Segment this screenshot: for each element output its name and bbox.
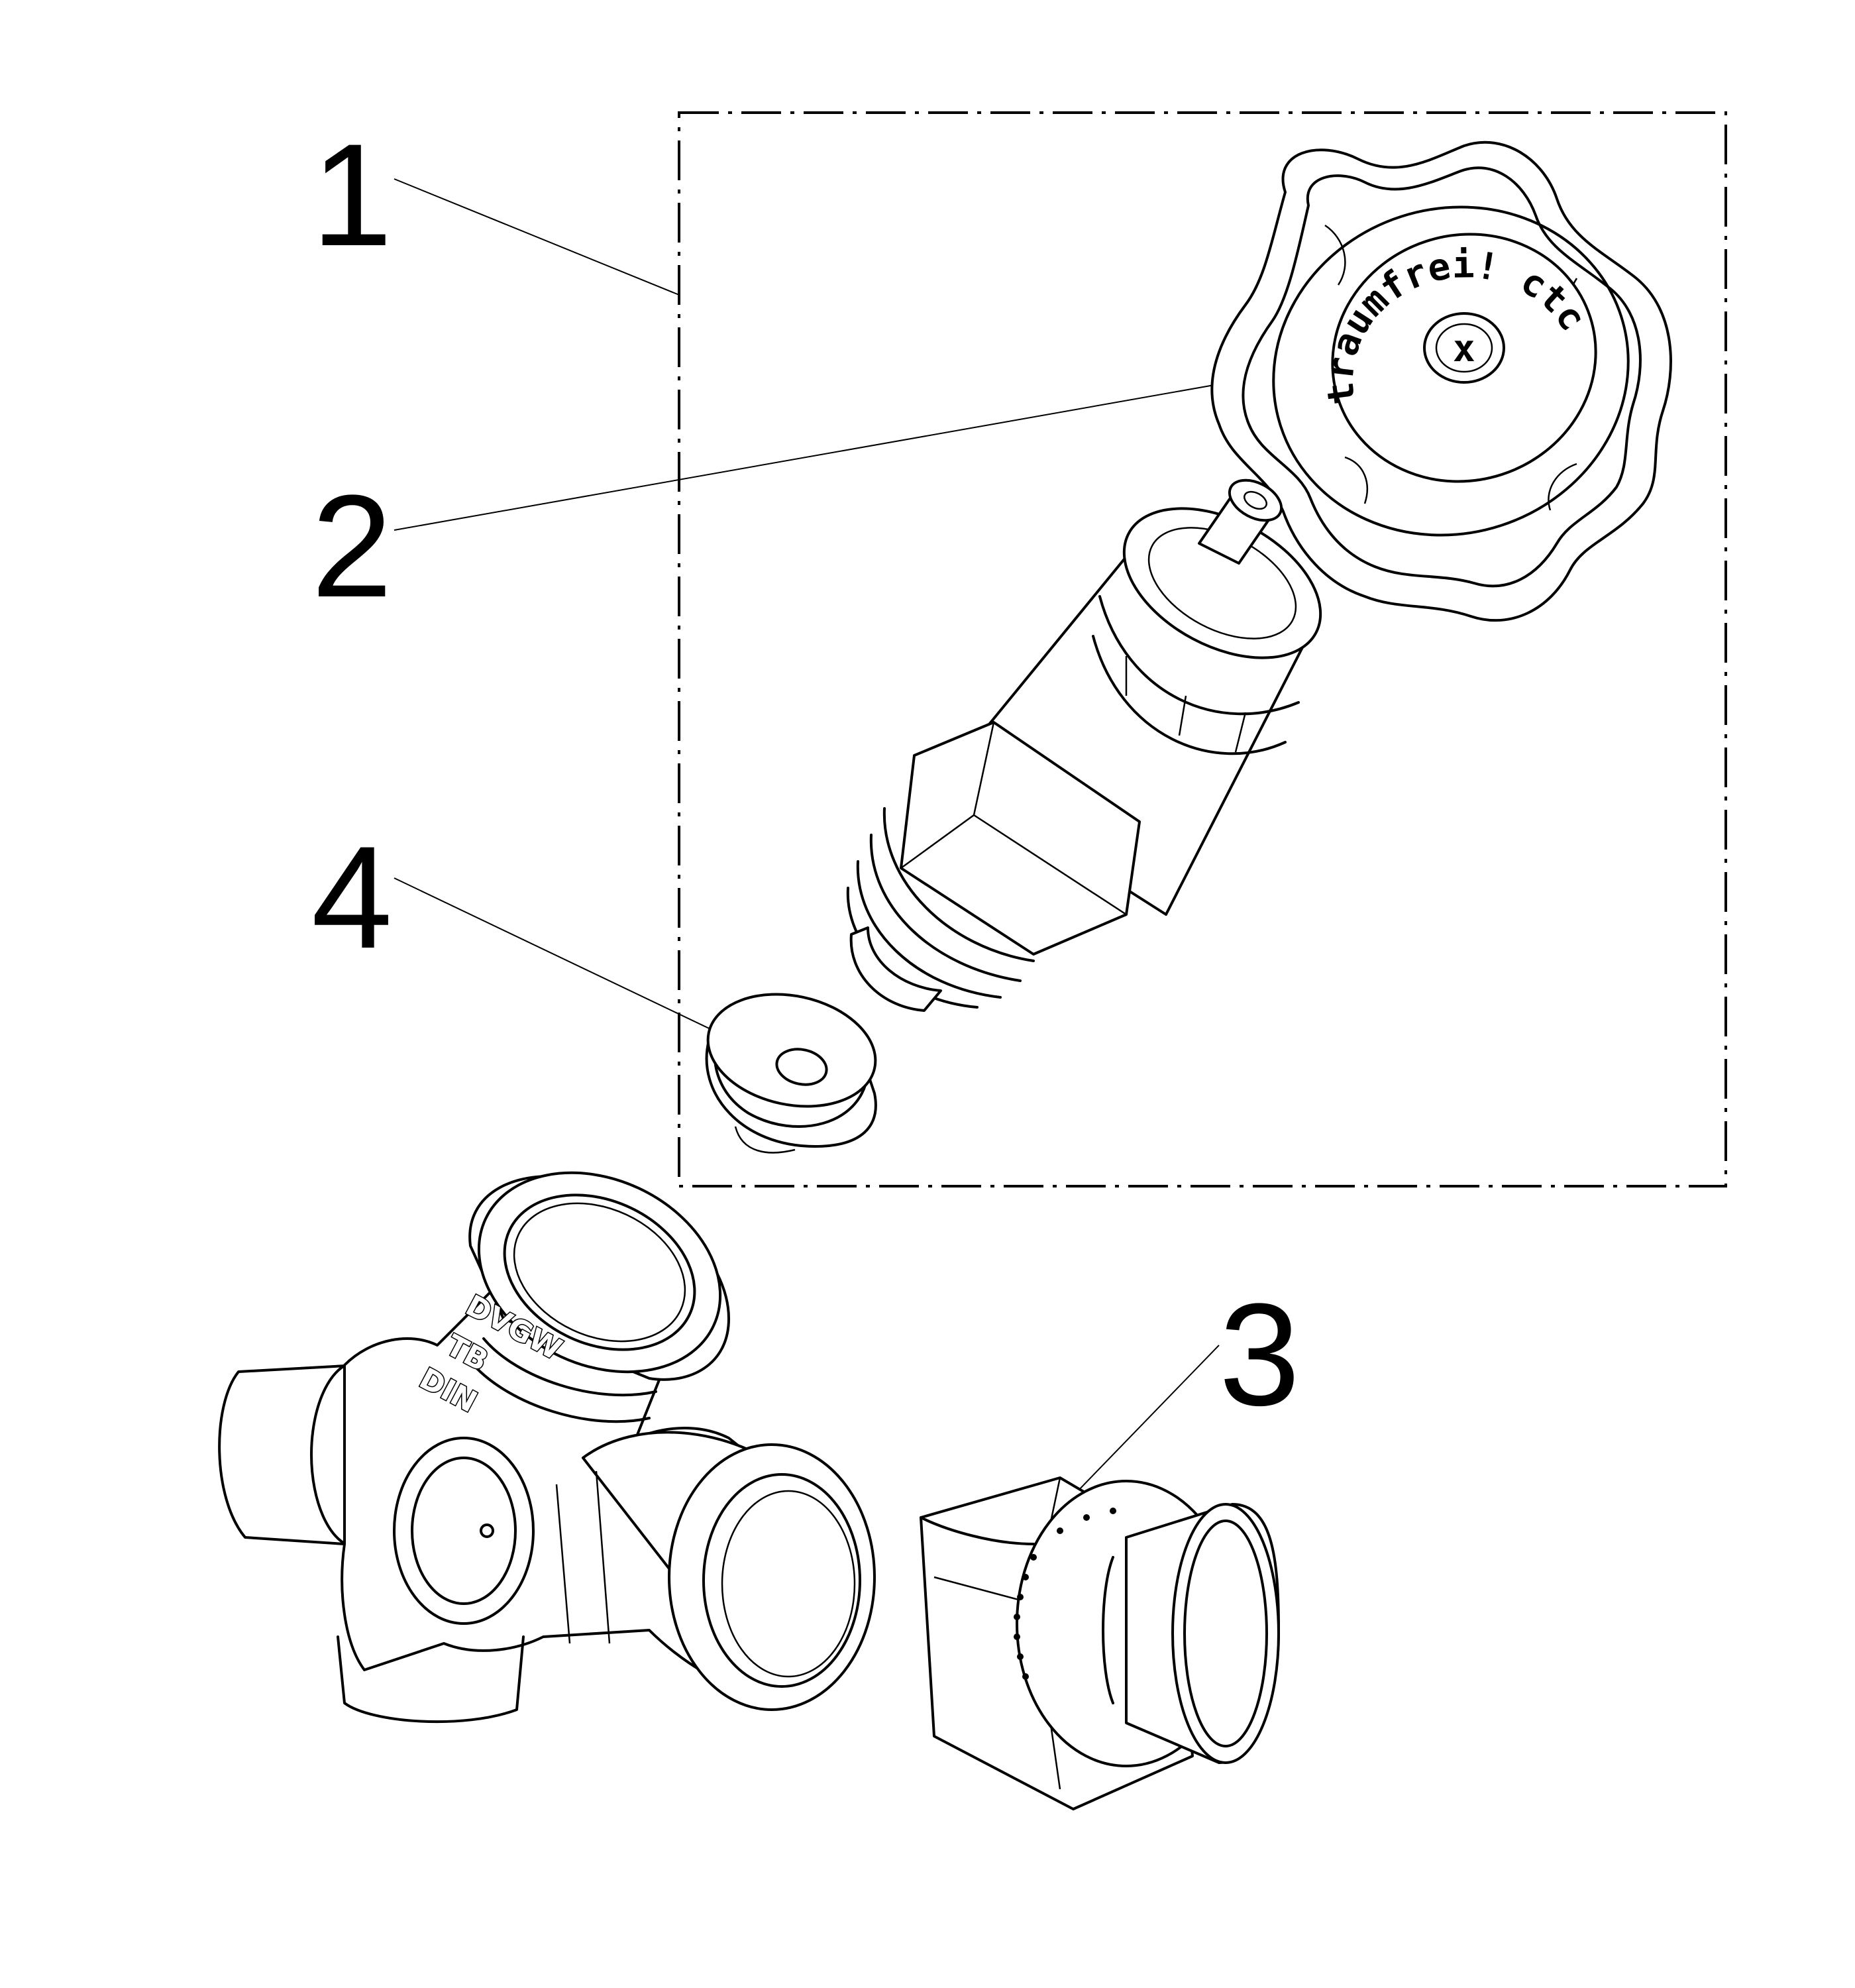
callout-4: 4 (311, 816, 392, 979)
valve-cartridge (846, 478, 1322, 1012)
leader-line-2 (394, 377, 1256, 531)
union-nut (920, 1476, 1280, 1810)
center-mark: x (1453, 327, 1475, 370)
valve-body: DVGW TB DIN (218, 1171, 876, 1724)
leader-line-1 (394, 178, 680, 296)
handwheel: x traumfrei! ctc (1210, 140, 1672, 622)
leader-line-4 (394, 877, 763, 1054)
dot-ring (1014, 1508, 1116, 1680)
callout-1: 1 (311, 113, 392, 276)
seal-washer (705, 993, 877, 1154)
callout-2: 2 (311, 465, 392, 628)
callout-3: 3 (1219, 1273, 1300, 1436)
assembly-frame (678, 111, 1727, 1187)
